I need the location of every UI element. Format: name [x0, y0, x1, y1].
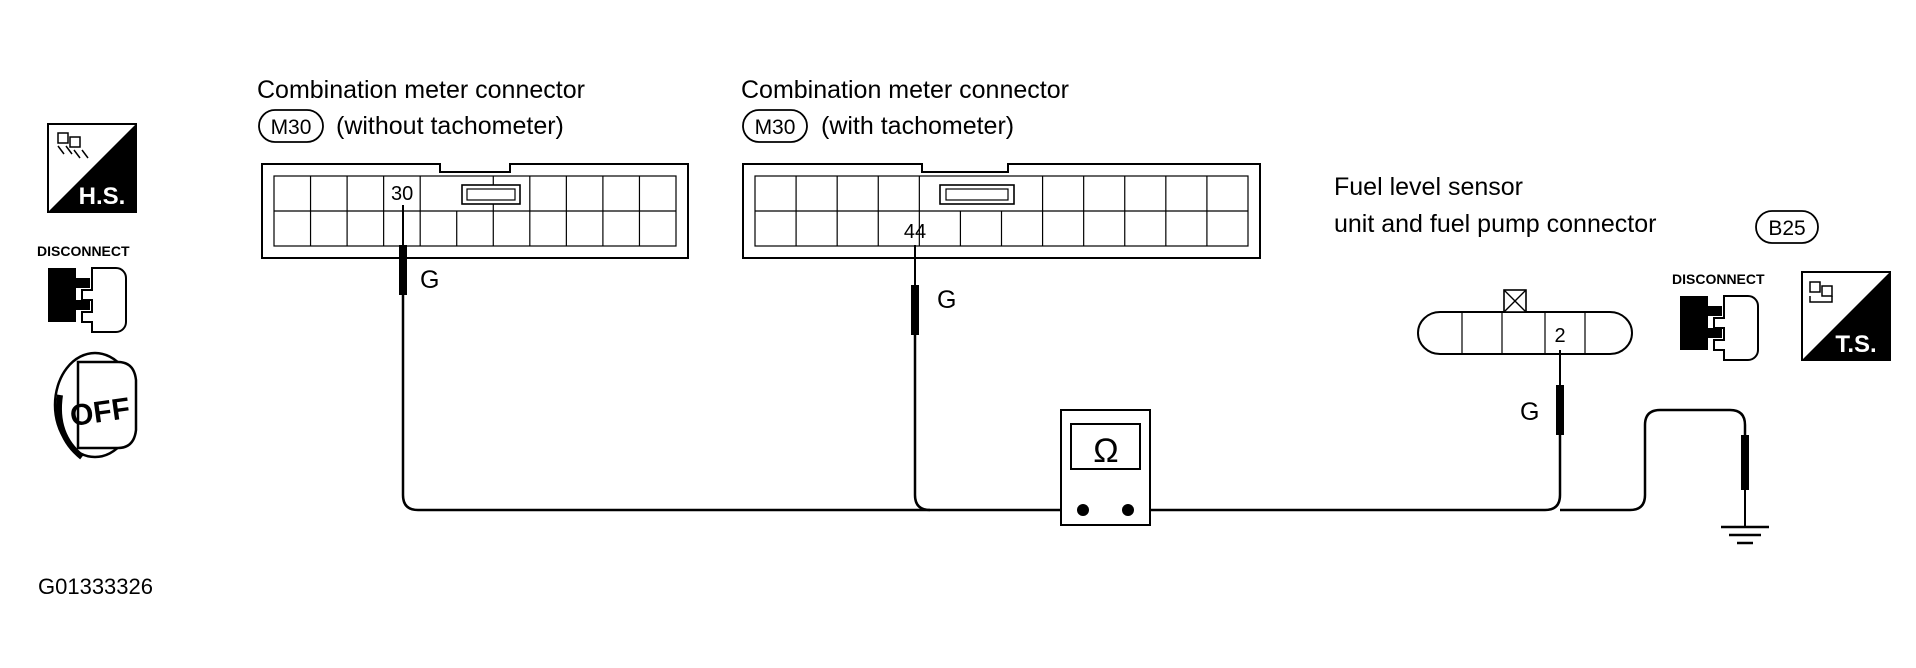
wire-right	[1128, 435, 1562, 512]
probe-middle	[911, 245, 919, 335]
left-connector-pin: 30	[391, 183, 413, 205]
disconnect-left-label: DISCONNECT	[37, 243, 130, 259]
left-connector-id: M30	[271, 116, 312, 139]
ignition-off-icon: OFF	[53, 351, 138, 460]
right-connector-title-line2: unit and fuel pump connector	[1334, 210, 1656, 238]
right-connector-id-badge: B25	[1755, 210, 1819, 244]
wire-ground	[1560, 408, 1747, 512]
middle-connector-pin: 44	[904, 221, 926, 243]
ohm-symbol: Ω	[1093, 432, 1118, 470]
left-connector-note: (without tachometer)	[336, 112, 564, 140]
disconnect-right-icon	[1680, 295, 1759, 361]
ground-probe	[1741, 435, 1749, 526]
left-connector-body	[261, 163, 689, 259]
hs-label: H.S.	[79, 183, 126, 210]
right-connector-body	[1417, 289, 1633, 355]
figure-id: G01333326	[38, 574, 153, 599]
middle-connector-body	[742, 163, 1261, 259]
ohmmeter	[1060, 409, 1151, 526]
right-connector-title-line1: Fuel level sensor	[1334, 173, 1523, 201]
right-connector-pin: 2	[1554, 325, 1565, 347]
middle-connector-id: M30	[755, 116, 796, 139]
middle-wire-color: G	[937, 286, 956, 314]
right-connector-id: B25	[1768, 217, 1805, 240]
wire-middle	[913, 335, 931, 512]
terminal-side-icon: T.S.	[1801, 271, 1891, 361]
disconnect-left-icon	[48, 267, 127, 333]
left-connector-title: Combination meter connector	[257, 76, 585, 104]
middle-connector-note: (with tachometer)	[821, 112, 1014, 140]
probe-left	[399, 205, 407, 295]
right-wire-color: G	[1520, 398, 1539, 426]
left-connector-id-badge: M30	[258, 109, 324, 143]
probe-right	[1556, 350, 1564, 435]
wire-left	[401, 295, 1077, 512]
disconnect-right-label: DISCONNECT	[1672, 271, 1765, 287]
ts-label: T.S.	[1835, 331, 1876, 358]
left-wire-color: G	[420, 266, 439, 294]
middle-connector-title: Combination meter connector	[741, 76, 1069, 104]
ground-symbol	[1721, 525, 1769, 545]
middle-connector-id-badge: M30	[742, 109, 808, 143]
harness-side-icon: H.S.	[47, 123, 137, 213]
